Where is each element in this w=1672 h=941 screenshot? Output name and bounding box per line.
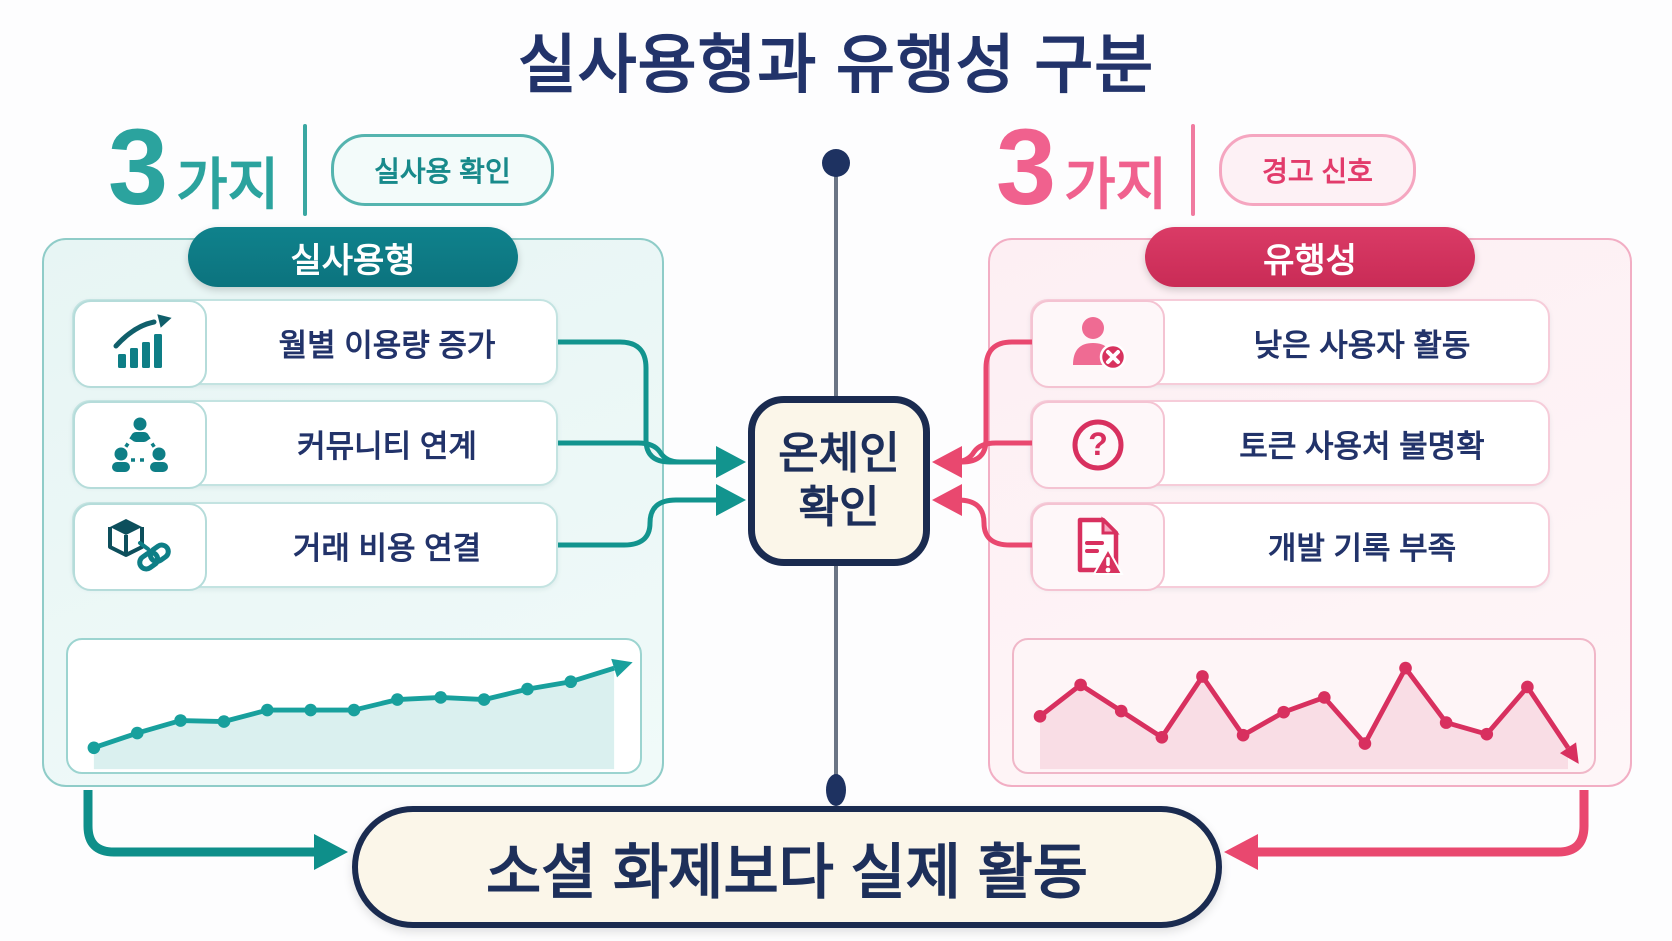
onchain-check-line1: 온체인	[778, 429, 900, 479]
bottom-right-connector	[1258, 790, 1589, 857]
volatility-trend-chart	[1012, 638, 1596, 774]
real-usage-panel-title: 실사용형	[188, 227, 518, 287]
community-network-icon	[73, 401, 207, 489]
right-item-low-activity: 낮은 사용자 활동	[1030, 299, 1550, 388]
right-item-label: 개발 기록 부족	[1267, 530, 1457, 566]
conclusion-text: 소셜 화제보다 실제 활동	[485, 838, 1088, 906]
right-arrow-icon	[932, 446, 962, 478]
left-header-badge: 실사용 확인	[331, 133, 554, 206]
left-count-number: 3	[108, 106, 169, 227]
page-title: 실사용형과 유행성 구분	[517, 29, 1155, 101]
left-item-label: 커뮤니티 연계	[297, 428, 477, 464]
right-header-divider	[1191, 123, 1196, 216]
right-header-badge: 경고 신호	[1219, 133, 1416, 206]
left-item-label: 거래 비용 연결	[292, 530, 482, 566]
right-item-label: 낮은 사용자 활동	[1253, 327, 1471, 363]
usage-trend-chart	[66, 638, 642, 774]
right-header-group: 3 가지 경고 신호	[996, 106, 1416, 227]
left-header-group: 3 가지 실사용 확인	[108, 106, 554, 227]
bottom-right-arrow-icon	[1224, 834, 1258, 870]
left-count: 3 가지	[108, 106, 280, 227]
left-item-community: 커뮤니티 연계	[72, 400, 558, 489]
bottom-left-connector	[83, 790, 314, 857]
right-arrow-icon	[932, 484, 962, 516]
left-count-suffix: 가지	[176, 153, 280, 216]
cube-link-icon	[73, 503, 207, 591]
left-header-divider	[303, 123, 308, 216]
left-item-label: 월별 이용량 증가	[278, 327, 496, 363]
hype-panel-title: 유행성	[1145, 227, 1475, 287]
right-item-label: 토큰 사용처 불명확	[1239, 428, 1485, 464]
right-count-suffix: 가지	[1064, 153, 1168, 216]
right-count: 3 가지	[996, 106, 1168, 227]
bottom-left-arrow-icon	[314, 834, 348, 870]
center-line-top-dot	[822, 149, 850, 177]
left-arrow-icon	[716, 484, 746, 516]
right-count-number: 3	[996, 106, 1057, 227]
bar-chart-growth-icon	[73, 300, 207, 388]
onchain-check-box: 온체인 확인	[748, 396, 930, 566]
document-warning-icon	[1031, 503, 1165, 591]
right-item-lack-dev: 개발 기록 부족	[1030, 502, 1550, 591]
person-x-icon	[1031, 300, 1165, 388]
left-arrow-icon	[716, 446, 746, 478]
svg-text:?: ?	[1088, 426, 1108, 462]
left-item-monthly-usage: 월별 이용량 증가	[72, 299, 558, 388]
center-line-bottom-dot	[826, 774, 846, 806]
left-item-transaction: 거래 비용 연결	[72, 502, 558, 591]
right-item-unclear-token: ? 토큰 사용처 불명확	[1030, 400, 1550, 489]
onchain-check-line2: 확인	[798, 483, 880, 532]
question-circle-icon: ?	[1031, 401, 1165, 489]
conclusion-pill: 소셜 화제보다 실제 활동	[352, 806, 1222, 928]
